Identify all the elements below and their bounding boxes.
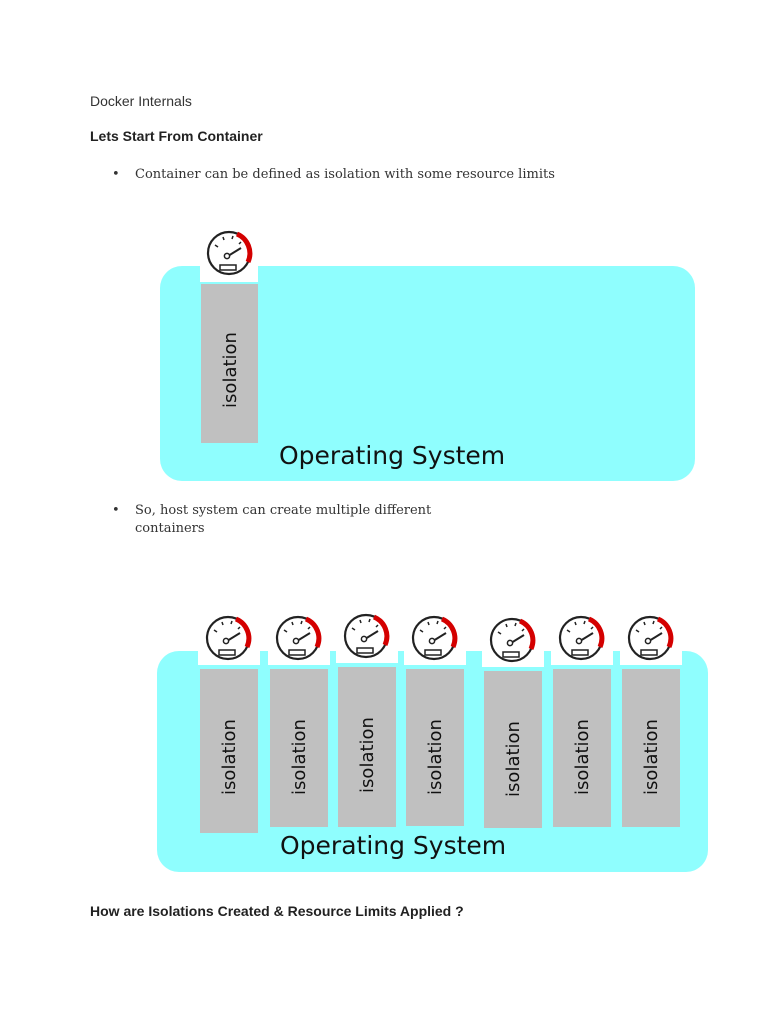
- isolation-label: isolation: [220, 332, 241, 408]
- isolation-container: [484, 671, 542, 828]
- operating-system-box: [160, 266, 695, 481]
- isolation-label: isolation: [357, 717, 378, 793]
- operating-system-label: Operating System: [280, 831, 506, 860]
- isolation-label: isolation: [572, 719, 593, 795]
- isolation-container: [622, 669, 680, 827]
- bullet-dot: •: [112, 167, 120, 182]
- speedometer-gauge-icon: [345, 615, 387, 657]
- speedometer-gauge-icon: [491, 619, 533, 661]
- speedometer-gauge-icon: [629, 617, 671, 659]
- doc-title: Docker Internals: [90, 93, 192, 109]
- operating-system-label: Operating System: [279, 441, 505, 470]
- isolation-label: isolation: [219, 719, 240, 795]
- multi-container-diagram: isolation isolation isolation isolation …: [157, 615, 708, 872]
- speedometer-gauge-icon: [207, 617, 249, 659]
- isolation-container: [200, 669, 258, 833]
- isolation-label: isolation: [289, 719, 310, 795]
- speedometer-gauge-icon: [560, 617, 602, 659]
- speedometer-gauge-icon: [413, 617, 455, 659]
- bullet-text-line-2: containers: [135, 521, 205, 536]
- section-heading-isolation: How are Isolations Created & Resource Li…: [90, 903, 464, 919]
- bullet-item-container-definition: • Container can be defined as isolation …: [112, 166, 612, 184]
- bullet-text: Container can be defined as isolation wi…: [135, 167, 555, 182]
- isolation-container: [270, 669, 328, 827]
- speedometer-gauge-icon: [208, 232, 250, 274]
- isolation-container: [338, 667, 396, 827]
- speedometer-gauge-icon: [277, 617, 319, 659]
- isolation-label: isolation: [503, 721, 524, 797]
- isolation-label: isolation: [425, 719, 446, 795]
- bullet-item-multiple-containers: • So, host system can create multiple di…: [112, 502, 452, 538]
- bullet-text-line-1: So, host system can create multiple diff…: [135, 503, 432, 518]
- section-heading-container: Lets Start From Container: [90, 128, 263, 144]
- single-container-diagram: isolation Operating System: [160, 232, 695, 481]
- isolation-container: [406, 669, 464, 826]
- bullet-dot: •: [112, 503, 120, 518]
- isolation-container: [553, 669, 611, 827]
- isolation-label: isolation: [641, 719, 662, 795]
- isolation-container: [201, 284, 258, 443]
